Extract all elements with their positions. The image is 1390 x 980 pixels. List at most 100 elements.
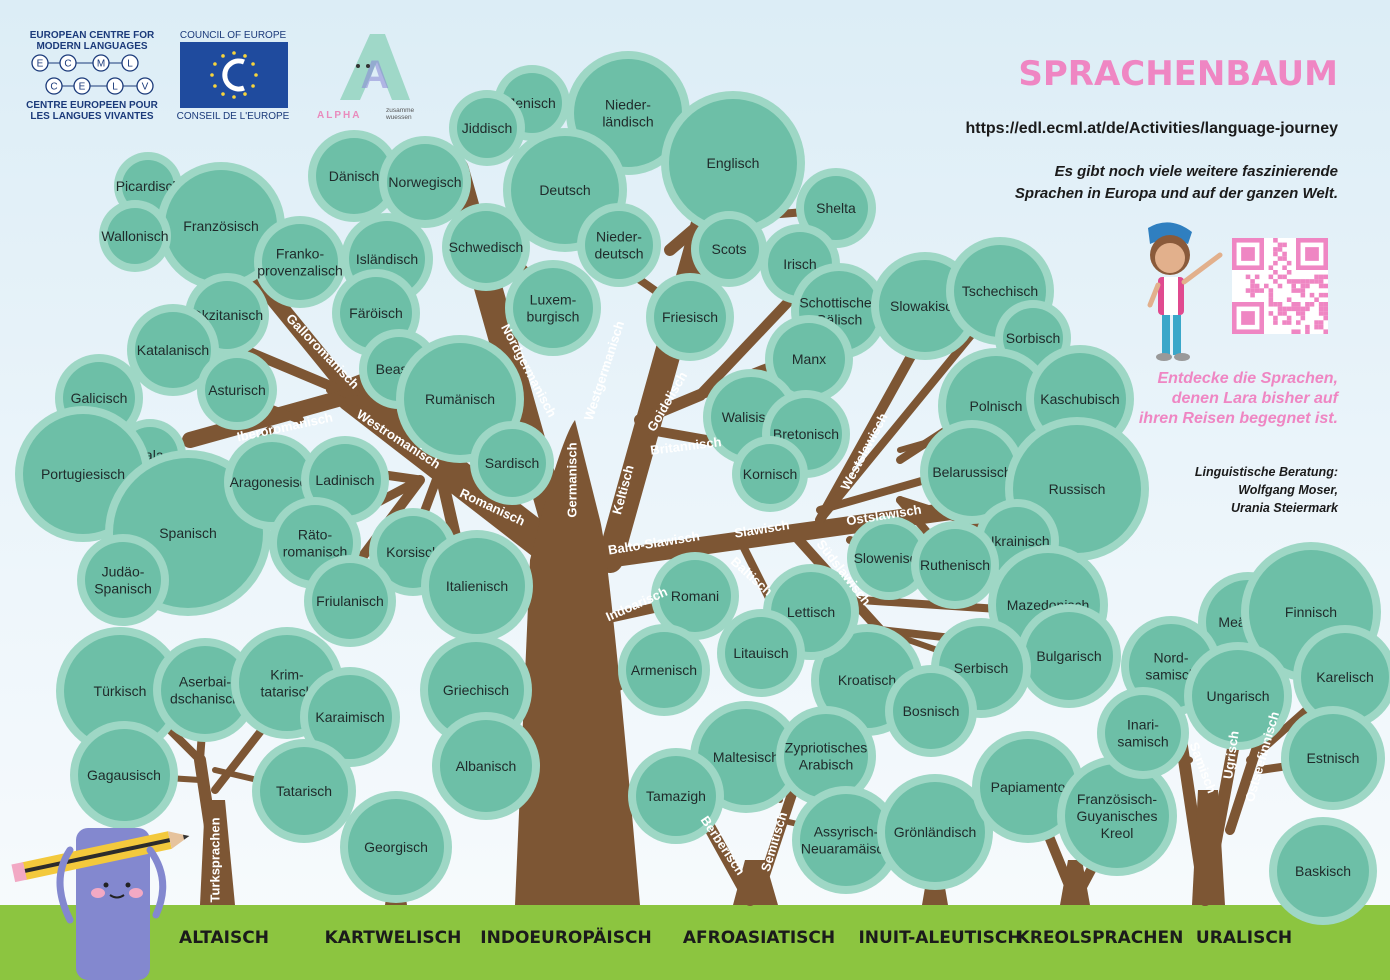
language-label: Kroatisch xyxy=(838,672,896,688)
language-franzoesisch[interactable]: Französisch xyxy=(157,162,285,290)
language-karaimisch[interactable]: Karaimisch xyxy=(300,667,400,767)
language-scots[interactable]: Scots xyxy=(691,211,767,287)
language-gagausisch[interactable]: Gagausisch xyxy=(70,721,178,829)
language-baskisch[interactable]: Baskisch xyxy=(1269,817,1377,925)
language-albanisch[interactable]: Albanisch xyxy=(432,712,540,820)
language-label: Georgisch xyxy=(364,839,428,855)
language-label: Manx xyxy=(792,351,826,367)
language-litauisch[interactable]: Litauisch xyxy=(717,609,805,697)
language-circles: PicardischFranzösischWallonischFranko-pr… xyxy=(15,51,1390,925)
language-asturisch[interactable]: Asturisch xyxy=(197,350,277,430)
language-circle-inner xyxy=(980,739,1076,835)
council-of-europe-logo[interactable]: COUNCIL OF EUROPE CONSEIL DE L'EUROPE xyxy=(177,30,290,122)
language-circle-inner xyxy=(308,675,392,759)
language-tuerkisch[interactable]: Türkisch xyxy=(56,627,184,755)
tree-trunk xyxy=(515,420,640,905)
page-title: SPRACHENBAUM xyxy=(1018,54,1338,94)
language-bulgarisch[interactable]: Bulgarisch xyxy=(1017,604,1121,708)
language-wallonisch[interactable]: Wallonisch xyxy=(99,200,171,272)
language-label: Türkisch xyxy=(94,683,147,699)
language-belarussisch[interactable]: Belarussisch xyxy=(920,420,1024,524)
language-label: Armenisch xyxy=(631,662,697,678)
language-groenlaendisch[interactable]: Grönländisch xyxy=(877,774,993,890)
qr-code-icon[interactable] xyxy=(1232,238,1328,334)
tree-trunk xyxy=(1060,860,1090,905)
alpha-a-shape xyxy=(340,34,410,100)
language-label: Lettisch xyxy=(787,604,835,620)
ecml-top-line2: MODERN LANGUAGES xyxy=(36,41,147,52)
language-circle-inner xyxy=(659,560,731,632)
language-englisch[interactable]: Englisch xyxy=(661,91,805,235)
language-tamazigh[interactable]: Tamazigh xyxy=(628,748,724,844)
branch-label-germanisch: Germanisch xyxy=(564,442,579,517)
language-slowenisch[interactable]: Slowenisch xyxy=(847,516,931,600)
language-franko-provenzalisch[interactable]: Franko-provenzalisch xyxy=(254,216,346,308)
activity-url[interactable]: https://edl.ecml.at/de/Activities/langua… xyxy=(965,120,1338,137)
language-papiamento[interactable]: Papiamento xyxy=(972,731,1084,843)
language-label: tatarisch xyxy=(261,684,314,700)
language-jiddisch[interactable]: Jiddisch xyxy=(449,90,525,166)
language-italienisch[interactable]: Italienisch xyxy=(421,530,533,642)
family-label-inuit-aleutisch: INUIT-ALEUTISCH xyxy=(858,928,1021,948)
language-assyrisch-neuaramaeisch[interactable]: Assyrisch-Neuaramäisch xyxy=(792,786,900,894)
language-schwedisch[interactable]: Schwedisch xyxy=(442,203,530,291)
language-karelisch[interactable]: Karelisch xyxy=(1293,625,1390,729)
language-circle-inner xyxy=(440,720,532,812)
language-label: Albanisch xyxy=(456,758,517,774)
language-label: Zypriotisches xyxy=(785,740,867,756)
language-inari-samisch[interactable]: Inari-samisch xyxy=(1097,687,1189,779)
family-label-indoeuropaeisch: INDOEUROPÄISCH xyxy=(480,926,651,948)
language-estnisch[interactable]: Estnisch xyxy=(1281,706,1385,810)
language-rumaenisch[interactable]: Rumänisch xyxy=(396,335,524,463)
coe-star xyxy=(251,62,255,66)
language-circle-inner xyxy=(585,211,653,279)
language-norwegisch[interactable]: Norwegisch xyxy=(379,136,471,228)
language-kornisch[interactable]: Kornisch xyxy=(732,436,808,512)
language-circle-inner xyxy=(804,176,868,240)
pink-line1: Entdecke die Sprachen, xyxy=(1157,370,1338,387)
ecml-ring-letter: M xyxy=(97,59,105,70)
language-label: Asturisch xyxy=(208,382,266,398)
language-katalanisch[interactable]: Katalanisch xyxy=(127,304,219,396)
credit-line3: Urania Steiermark xyxy=(1231,501,1339,515)
ecml-connectors xyxy=(48,62,137,87)
language-label: Neuaramäisch xyxy=(801,841,891,857)
language-ungarisch[interactable]: Ungarisch xyxy=(1184,642,1292,750)
language-label: Rumänisch xyxy=(425,391,495,407)
language-friesisch[interactable]: Friesisch xyxy=(646,273,734,361)
language-tatarisch[interactable]: Tatarisch xyxy=(252,739,356,843)
ecml-bottom-line2: LES LANGUES VIVANTES xyxy=(30,111,153,122)
alpha-letter: A xyxy=(361,53,390,97)
language-sardisch[interactable]: Sardisch xyxy=(470,421,554,505)
coe-e-mark xyxy=(222,58,245,92)
language-armenisch[interactable]: Armenisch xyxy=(618,624,710,716)
alpha-logo[interactable]: A ALPHA zusamme wuessen xyxy=(317,34,415,121)
ecml-ring-letter: V xyxy=(142,82,149,93)
language-circle-inner xyxy=(429,538,525,634)
language-label: Ladinisch xyxy=(315,472,374,488)
language-luxem-burgisch[interactable]: Luxem-burgisch xyxy=(505,260,601,356)
language-georgisch[interactable]: Georgisch xyxy=(340,791,452,903)
language-judaeo-spanisch[interactable]: Judäo-Spanisch xyxy=(77,534,169,626)
language-circle-inner xyxy=(165,170,277,282)
language-circle-inner xyxy=(919,529,991,601)
coe-star xyxy=(213,62,217,66)
language-label: deutsch xyxy=(594,246,643,262)
language-nieder-deutsch[interactable]: Nieder-deutsch xyxy=(577,203,661,287)
language-ruthenisch[interactable]: Ruthenisch xyxy=(911,521,999,609)
language-friulanisch[interactable]: Friulanisch xyxy=(304,555,396,647)
language-label: Sorbisch xyxy=(1006,330,1060,346)
language-aserbai-dschanisch[interactable]: Aserbai-dschanisch xyxy=(153,638,257,742)
language-manx[interactable]: Manx xyxy=(765,315,853,403)
language-circle-inner xyxy=(309,444,381,516)
language-label: Sardisch xyxy=(485,455,539,471)
language-bosnisch[interactable]: Bosnisch xyxy=(885,665,977,757)
language-label: Aragonesisch xyxy=(230,474,315,490)
language-romani[interactable]: Romani xyxy=(651,552,739,640)
language-daenisch[interactable]: Dänisch xyxy=(308,130,400,222)
family-label-altaisch: ALTAISCH xyxy=(179,928,269,948)
ground xyxy=(0,905,1390,980)
